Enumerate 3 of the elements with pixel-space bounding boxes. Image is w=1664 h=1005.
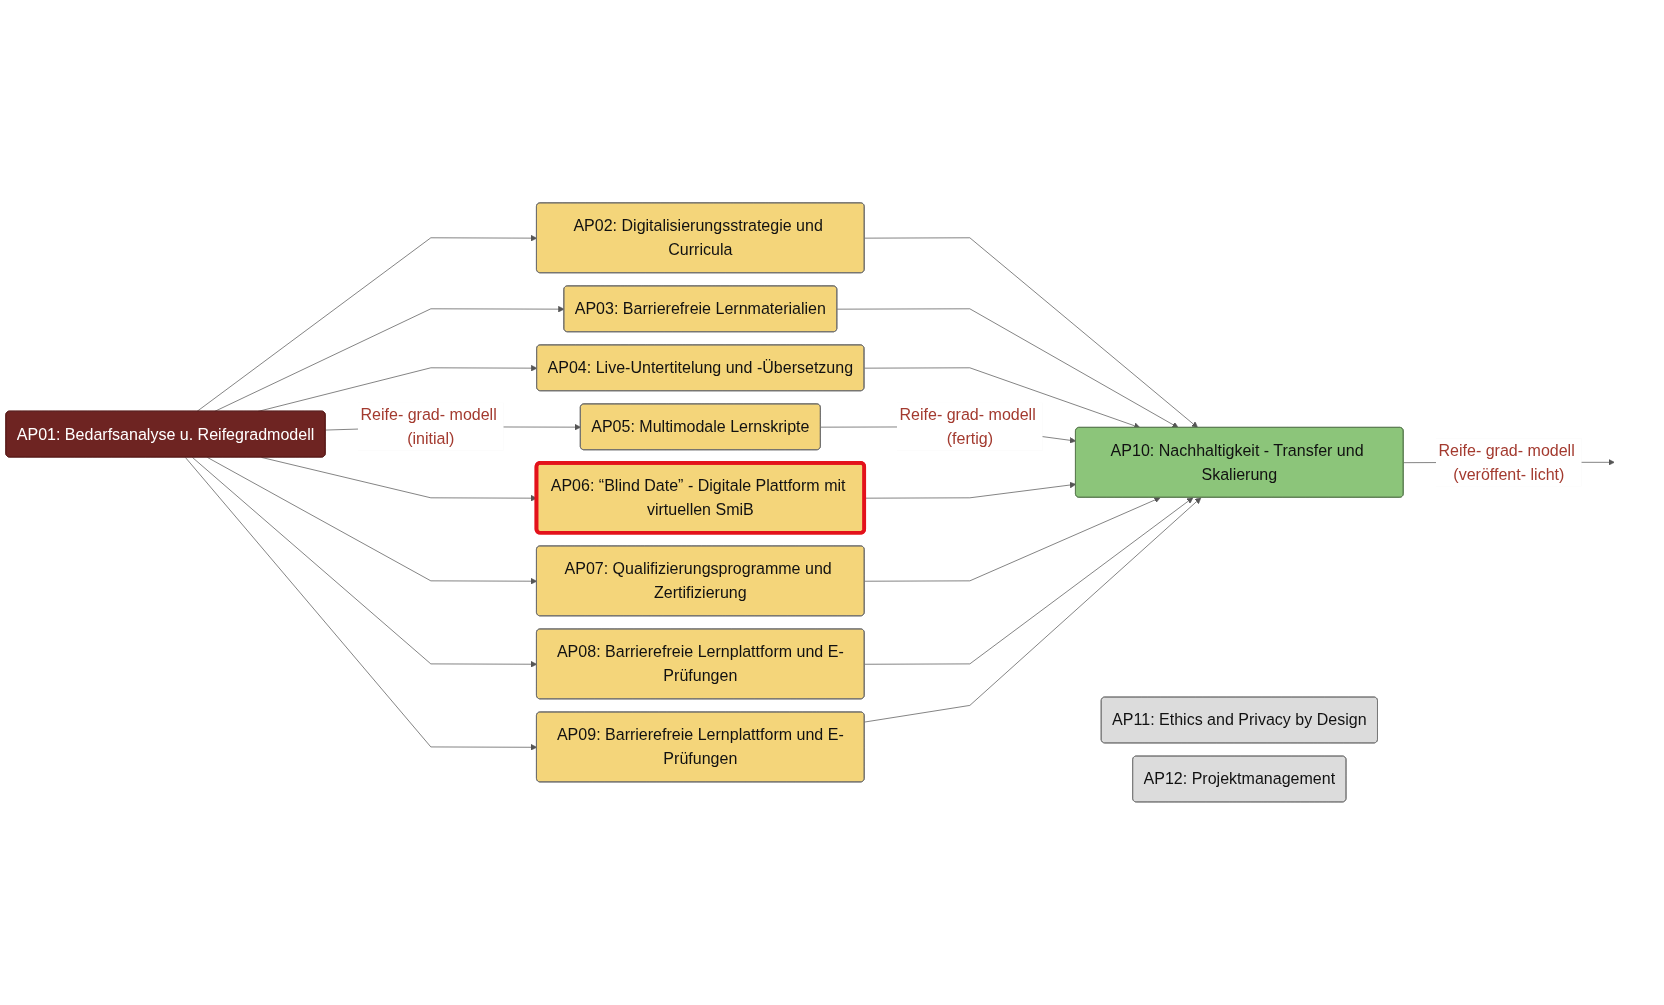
edge-label: Reife- grad- modell (initial) [360,405,497,449]
edge-label: Reife- grad- modell (fertig) [899,405,1036,449]
edge-label: Reife- grad- modell (veröffent- licht) [1438,441,1575,484]
